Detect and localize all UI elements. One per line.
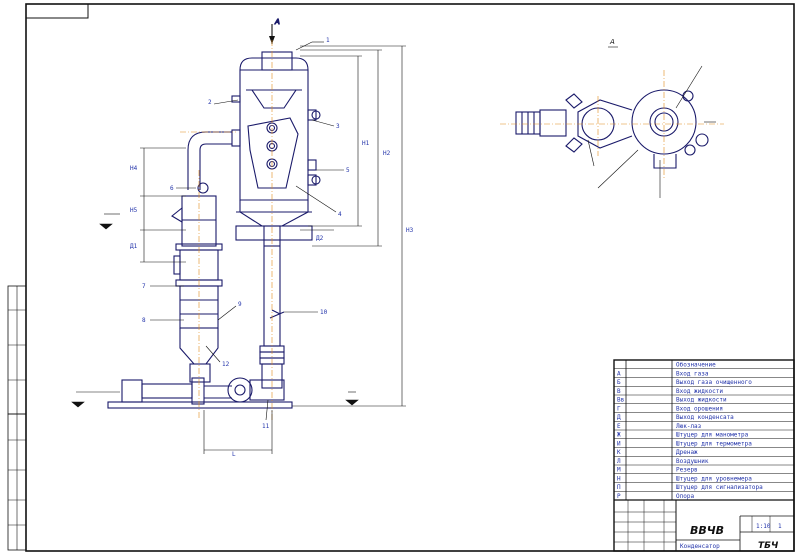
spec-row-position: И — [617, 440, 621, 447]
dim-h3: Н3 — [406, 227, 414, 234]
spec-row-position: П — [617, 484, 621, 491]
dim-h4: Н4 — [130, 165, 138, 172]
spec-row-name: Резерв — [676, 467, 698, 474]
spec-row-name: Штуцер для термометра — [676, 440, 752, 447]
view-arrow-label: A — [274, 18, 280, 26]
spec-row-name: Выход газа очищенного — [676, 379, 752, 386]
callout-2: 2 — [208, 99, 212, 106]
callout-1: 1 — [326, 37, 330, 44]
callout-8: 8 — [142, 317, 146, 324]
spec-row-name: Штуцер для сигнализатора — [676, 484, 763, 491]
spec-row-name: Штуцер для манометра — [676, 432, 749, 439]
spec-row-position: Е — [617, 423, 621, 430]
sheet-code: ТБЧ — [758, 541, 779, 551]
spec-row-position: А — [617, 370, 621, 377]
spec-row-name: Выход жидкости — [676, 397, 727, 404]
spec-row-name: Опора — [676, 493, 694, 500]
spec-row-name: Вход газа — [676, 370, 709, 377]
spec-row-name: Штуцер для уровнемера — [676, 475, 752, 482]
dim-d1: Д1 — [130, 243, 138, 250]
callout-7: 7 — [142, 283, 146, 290]
callout-12: 12 — [222, 361, 230, 368]
callout-11: 11 — [262, 423, 270, 430]
spec-row-position: Ж — [617, 432, 621, 439]
spec-row-position: Г — [617, 405, 621, 412]
callout-4: 4 — [338, 211, 342, 218]
dim-l: L — [232, 451, 236, 458]
spec-row-position: Н — [617, 475, 621, 482]
spec-row-position: К — [617, 449, 621, 456]
spec-row-name: Выход конденсата — [676, 414, 734, 421]
view-a-center-lines — [500, 70, 724, 178]
drawing-designation: ВВЧВ — [690, 524, 724, 537]
dim-d2: Д2 — [316, 235, 324, 242]
callout-10: 10 — [320, 309, 328, 316]
dimension-labels: Н1 Н2 Н3 Н4 Н5 Д1 Д2 L — [130, 140, 414, 458]
spec-row-name: Люк-лаз — [676, 423, 702, 430]
dim-h5: Н5 — [130, 207, 138, 214]
bottom-note: Конденсатор — [680, 543, 720, 550]
spec-row-name: Воздушник — [676, 458, 709, 465]
spec-row-name: Дренаж — [676, 449, 698, 456]
spec-row-position: Д — [617, 414, 621, 421]
spec-row-name: Вход жидкости — [676, 388, 723, 395]
title-block-text: ВВЧВ ТБЧ 1 Конденсатор 1:10 — [680, 523, 782, 551]
spec-row-position: М — [617, 467, 621, 474]
spec-row-position: В — [617, 388, 621, 395]
spec-row-position: Вв — [617, 397, 624, 404]
callout-9: 9 — [238, 301, 242, 308]
callout-labels: 1 2 3 4 5 6 7 8 9 10 11 12 — [142, 37, 350, 430]
center-lines — [180, 40, 273, 420]
dimension-lines — [71, 45, 406, 454]
callout-5: 5 — [346, 167, 350, 174]
dim-h2: Н2 — [383, 150, 391, 157]
sheet-number: 1 — [778, 523, 782, 530]
spec-row-name: Обозначение — [676, 362, 716, 369]
dim-h1: Н1 — [362, 140, 370, 147]
spec-row-position: Л — [617, 458, 621, 465]
spec-row-position: Б — [617, 379, 621, 386]
scale-label: 1:10 — [756, 523, 771, 530]
callout-3: 3 — [336, 123, 340, 130]
view-a-leaders — [587, 65, 716, 198]
callout-6: 6 — [170, 185, 174, 192]
drawing-frame — [7, 3, 795, 552]
spec-row-name: Вход орошения — [676, 405, 723, 412]
view-a-label: A — [609, 38, 615, 46]
spec-row-position: Р — [617, 493, 621, 500]
callout-leaders — [150, 41, 344, 421]
